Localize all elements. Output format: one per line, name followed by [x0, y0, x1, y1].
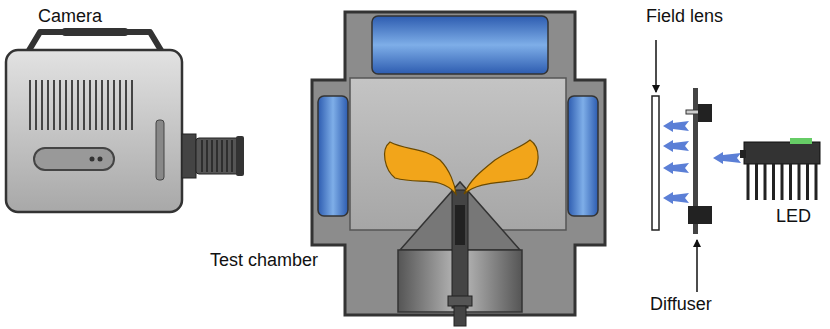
- diffuser: [686, 88, 712, 234]
- label-text: Field lens: [646, 6, 723, 26]
- label-text: LED: [776, 206, 811, 226]
- light-arrows: [663, 120, 741, 204]
- part-label: LED: [776, 206, 811, 227]
- part-label: Field lens: [646, 6, 723, 27]
- label-text: Camera: [38, 6, 102, 26]
- part-label: Test chamber: [210, 250, 318, 271]
- test-chamber: [312, 12, 605, 326]
- leader-arrow: [655, 40, 657, 92]
- label-text: Diffuser: [650, 294, 712, 314]
- label-text: Test chamber: [210, 250, 318, 270]
- leader-arrow: [696, 240, 698, 292]
- camera: [6, 28, 244, 212]
- part-label: Diffuser: [650, 294, 712, 315]
- field-lens: [652, 96, 659, 230]
- led: [740, 138, 820, 200]
- part-label: Camera: [38, 6, 102, 27]
